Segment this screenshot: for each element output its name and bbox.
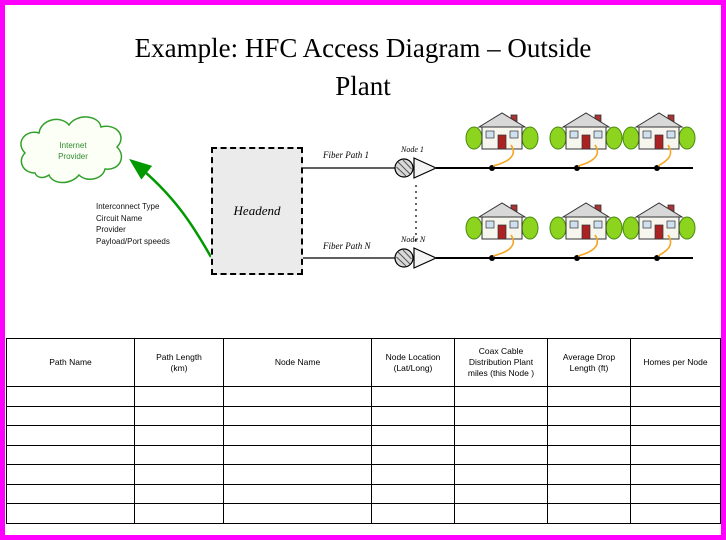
column-header-3: Node Location (Lat/Long) <box>371 338 455 387</box>
node-n-label: Node N <box>401 235 426 244</box>
table-cell[interactable] <box>630 464 721 485</box>
table-cell[interactable] <box>134 425 224 446</box>
house-icon <box>549 112 623 150</box>
table-cell[interactable] <box>134 444 224 465</box>
table-cell[interactable] <box>454 425 548 446</box>
table-cell[interactable] <box>547 483 631 504</box>
table-cell[interactable] <box>454 386 548 407</box>
table-row <box>6 405 721 426</box>
table-cell[interactable] <box>454 483 548 504</box>
table-cell[interactable] <box>547 503 631 524</box>
fiber-path-n-label: Fiber Path N <box>323 241 371 251</box>
table-cell[interactable] <box>223 386 372 407</box>
column-header-5: Average Drop Length (ft) <box>547 338 631 387</box>
table-cell[interactable] <box>223 483 372 504</box>
table-body <box>6 386 721 524</box>
table-cell[interactable] <box>223 425 372 446</box>
table-cell[interactable] <box>630 405 721 426</box>
interconnect-arrow <box>129 158 213 258</box>
column-header-2: Node Name <box>223 338 372 387</box>
table-cell[interactable] <box>630 425 721 446</box>
headend-box: Headend <box>211 147 303 275</box>
drop-wire <box>657 144 672 167</box>
info-line-payload-speeds: Payload/Port speeds <box>96 236 170 246</box>
node-1-label: Node 1 <box>401 145 424 154</box>
drop-wire <box>492 234 515 257</box>
table-cell[interactable] <box>630 483 721 504</box>
column-header-0: Path Name <box>6 338 135 387</box>
table-cell[interactable] <box>630 503 721 524</box>
table-cell[interactable] <box>454 405 548 426</box>
node-n-icon <box>394 247 437 269</box>
table-cell[interactable] <box>547 425 631 446</box>
info-line-interconnect-type: Interconnect Type <box>96 202 160 211</box>
table-cell[interactable] <box>134 386 224 407</box>
hfc-diagram-canvas <box>20 112 696 269</box>
table-cell[interactable] <box>6 405 135 426</box>
table-cell[interactable] <box>630 444 721 465</box>
table-cell[interactable] <box>6 444 135 465</box>
table-cell[interactable] <box>223 405 372 426</box>
table-cell[interactable] <box>134 503 224 524</box>
table-row <box>6 444 721 465</box>
table-cell[interactable] <box>371 444 455 465</box>
table-cell[interactable] <box>547 405 631 426</box>
table-cell[interactable] <box>371 503 455 524</box>
interconnect-info: Interconnect Type Circuit Name Provider … <box>96 201 170 247</box>
column-header-4: Coax Cable Distribution Plant miles (thi… <box>454 338 548 387</box>
house-icon <box>622 202 696 240</box>
table-cell[interactable] <box>454 464 548 485</box>
drop-wire <box>492 144 515 167</box>
drop-wire <box>657 234 672 257</box>
house-icon <box>465 112 539 150</box>
house-icon <box>622 112 696 150</box>
column-header-6: Homes per Node <box>630 338 721 387</box>
table-cell[interactable] <box>6 386 135 407</box>
table-cell[interactable] <box>134 464 224 485</box>
table-row <box>6 425 721 446</box>
page-title-line2: Plant <box>335 71 391 101</box>
table-cell[interactable] <box>6 464 135 485</box>
table-row <box>6 386 721 407</box>
table-cell[interactable] <box>547 444 631 465</box>
drop-wire <box>577 234 599 257</box>
table-cell[interactable] <box>6 483 135 504</box>
table-cell[interactable] <box>6 503 135 524</box>
info-line-provider: Provider <box>96 225 126 234</box>
table-cell[interactable] <box>547 464 631 485</box>
table-cell[interactable] <box>371 483 455 504</box>
table-row <box>6 464 721 485</box>
info-line-circuit-name: Circuit Name <box>96 213 143 223</box>
page-title-line1: Example: HFC Access Diagram – Outside <box>134 33 592 63</box>
house-icon <box>465 202 539 240</box>
column-header-1: Path Length (km) <box>134 338 224 387</box>
table-cell[interactable] <box>223 464 372 485</box>
page-title: Example: HFC Access Diagram – Outside Pl… <box>5 29 721 105</box>
table-cell[interactable] <box>223 444 372 465</box>
table-cell[interactable] <box>371 425 455 446</box>
table-row <box>6 483 721 504</box>
table-cell[interactable] <box>134 483 224 504</box>
table-cell[interactable] <box>454 444 548 465</box>
headend-label: Headend <box>233 203 281 218</box>
table-cell[interactable] <box>223 503 372 524</box>
drop-wire <box>577 144 599 167</box>
node-1-icon <box>394 157 437 179</box>
table-row <box>6 503 721 524</box>
table-cell[interactable] <box>6 425 135 446</box>
table-cell[interactable] <box>454 503 548 524</box>
table-cell[interactable] <box>630 386 721 407</box>
internet-provider-label: Internet Provider <box>58 141 88 161</box>
house-icon <box>549 202 623 240</box>
internet-cloud-icon <box>20 116 123 184</box>
table-cell[interactable] <box>371 386 455 407</box>
table-cell[interactable] <box>134 405 224 426</box>
table-cell[interactable] <box>547 386 631 407</box>
table-cell[interactable] <box>371 464 455 485</box>
table-cell[interactable] <box>371 405 455 426</box>
fiber-path-1-label: Fiber Path 1 <box>323 150 369 160</box>
